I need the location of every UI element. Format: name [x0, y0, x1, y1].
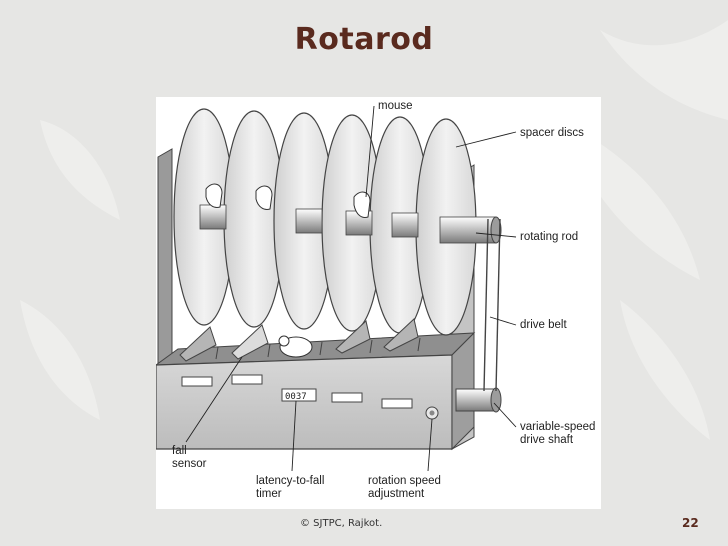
mouse-on-rod-1	[205, 183, 223, 208]
timer-display	[281, 388, 317, 402]
label-latency-timer-line2: timer	[256, 488, 282, 500]
label-latency-timer: latency-to-fall timer	[256, 475, 324, 501]
page-number: 22	[682, 516, 699, 530]
label-spacer-discs: spacer discs	[520, 127, 584, 139]
drive-shaft	[455, 387, 502, 413]
footer-copyright: © SJTPC, Rajkot.	[300, 518, 383, 529]
label-mouse: mouse	[378, 100, 413, 112]
label-latency-timer-line1: latency-to-fall	[256, 475, 325, 487]
mouse-on-rod-2	[255, 185, 273, 210]
fallen-mouse	[278, 335, 313, 358]
label-rotating-rod: rotating rod	[520, 231, 579, 243]
mouse-on-rod-3	[353, 191, 371, 218]
label-fall-sensor-line2: sensor	[172, 458, 207, 470]
left-frame-panel	[157, 148, 173, 368]
label-drive-belt: drive belt	[520, 319, 567, 331]
label-speed-adjustment-line1: rotation speed	[368, 475, 441, 487]
label-drive-shaft: variable-speed drive shaft	[520, 421, 595, 447]
leader-lines	[185, 105, 517, 472]
label-drive-shaft-line2: drive shaft	[520, 434, 574, 446]
drive-belt	[483, 218, 501, 392]
label-speed-adjustment-line2: adjustment	[368, 488, 425, 500]
label-drive-shaft-line1: variable-speed	[520, 421, 596, 433]
fall-sensor-plates	[179, 318, 419, 362]
rotating-rod	[199, 204, 502, 244]
label-fall-sensor-line1: fall	[172, 445, 187, 457]
label-speed-adjustment: rotation speed adjustment	[368, 475, 441, 501]
timer-readout: 0037	[285, 392, 307, 402]
slide-title: Rotarod	[294, 22, 434, 57]
rotarod-apparatus-drawing: 0037	[156, 105, 517, 472]
label-fall-sensor: fall sensor	[172, 445, 207, 471]
rotarod-diagram: 0037 mouse spacer discs rotating	[156, 97, 601, 509]
